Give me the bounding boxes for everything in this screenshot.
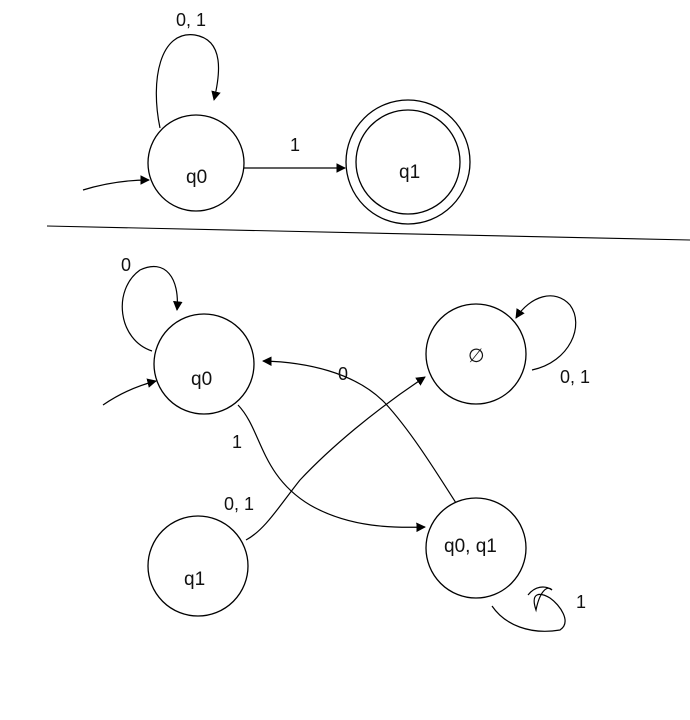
dfa-edge-q1-empty-label: 0, 1 [224, 494, 254, 514]
dfa-empty-self-loop-label: 0, 1 [560, 367, 590, 387]
dfa-empty-self-loop [515, 295, 577, 371]
dfa-edge-q0q1-q0-label: 0 [338, 364, 348, 384]
nfa-state-q1-label: q1 [399, 162, 420, 183]
dfa-edge-q0-q0q1 [237, 404, 426, 533]
nfa-q0-self-loop-label: 0, 1 [176, 10, 206, 30]
dfa-diagram: 0 1 0 0, 1 0, 1 1 q0 ∅ q1 q0, q1 [102, 255, 590, 632]
nfa-state-q0-label: q0 [186, 167, 207, 188]
dfa-q0-self-loop [121, 265, 183, 352]
nfa-state-q0 [147, 114, 245, 212]
dfa-state-q0 [153, 313, 255, 415]
dfa-state-q0q1 [425, 497, 527, 599]
dfa-q0q1-self-loop [491, 586, 566, 632]
dfa-q0q1-self-loop-label: 1 [576, 592, 586, 612]
dfa-edge-q0q1-q0 [262, 356, 457, 504]
dfa-state-q0q1-label: q0, q1 [444, 536, 497, 557]
nfa-q0-self-loop [155, 34, 221, 129]
dfa-state-q0-label: q0 [191, 369, 212, 390]
dfa-edge-q0-q0q1-label: 1 [232, 432, 242, 452]
dfa-state-empty [425, 303, 527, 405]
nfa-start-arrow [82, 175, 150, 191]
dfa-state-q1-label: q1 [184, 569, 205, 590]
dfa-state-empty-label: ∅ [468, 346, 485, 367]
dfa-state-q1 [147, 515, 249, 617]
dfa-start-arrow [102, 378, 157, 406]
nfa-state-q1-inner [355, 109, 461, 215]
nfa-edge-q0-q1-label: 1 [290, 135, 300, 155]
dfa-q0-self-loop-label: 0 [121, 255, 131, 275]
dfa-edge-q1-empty [245, 376, 426, 541]
section-divider [46, 225, 690, 241]
nfa-diagram: 0, 1 1 q0 q1 [82, 10, 471, 225]
